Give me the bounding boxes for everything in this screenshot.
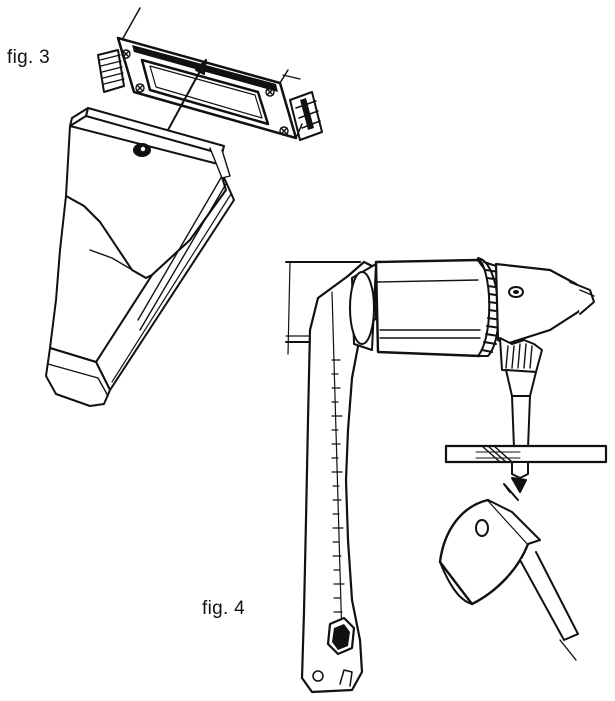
fig4-hammer [440,500,578,660]
fig3-drawing [46,8,322,406]
fig3-right-knob [290,92,322,140]
fig4-hex-nut-cutout [328,618,354,654]
fig3-screw-heads [122,50,288,135]
fig3-module-plate [118,38,302,138]
fig4-drill-chuck [350,258,594,372]
fig4-chuck-key [446,370,606,478]
fig3-left-knob [98,50,124,92]
fig3-screw-hole [134,144,150,156]
fig4-caption: fig. 4 [202,598,245,619]
fig3-pistol-grip [46,108,234,406]
fig4-hammer-arrow [504,478,526,500]
fig4-ruler-scale [332,360,344,626]
fig4-drawing [286,258,606,692]
fig3-caption: fig. 3 [7,47,50,68]
fig3-insert-arrow [168,60,206,130]
fig4-ruler-bracket [302,262,376,692]
